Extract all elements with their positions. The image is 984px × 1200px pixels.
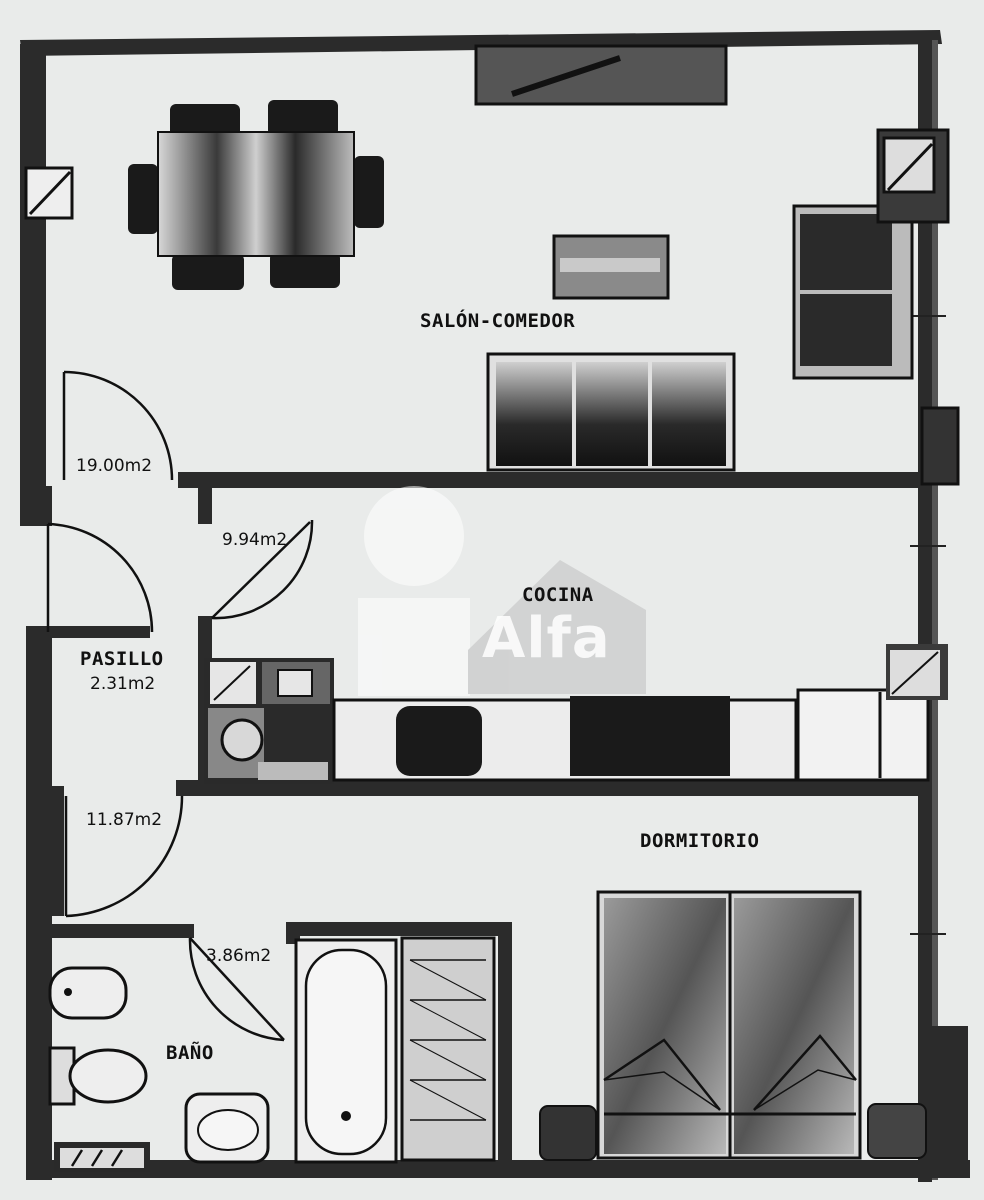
armchair [792, 204, 914, 380]
wardrobe [400, 936, 496, 1162]
room-area-dormitorio: 11.87m2 [86, 810, 163, 830]
dining-set [128, 100, 384, 290]
room-area-cocina: 9.94m2 [222, 530, 288, 550]
exterior-walls [20, 30, 970, 1182]
columns [24, 128, 960, 486]
interior-walls [26, 472, 932, 1166]
room-area-salon: 19.00m2 [76, 456, 153, 476]
room-name-bano: BAÑO [166, 1042, 214, 1064]
room-area-bano: 3.86m2 [206, 946, 272, 966]
room-name-cocina: COCINA [522, 584, 594, 606]
bed [596, 890, 862, 1160]
watermark-text: Alfa [482, 606, 611, 671]
kitchen-counter [204, 644, 948, 784]
sofa [486, 352, 736, 472]
bidet [48, 966, 128, 1020]
sideboard [474, 44, 728, 106]
nightstands [539, 1103, 927, 1161]
coffee-table [552, 234, 670, 300]
windows [910, 315, 946, 935]
doors [46, 370, 314, 1042]
toilet [48, 1046, 148, 1106]
room-name-pasillo: PASILLO [80, 648, 164, 670]
room-name-dormitorio: DORMITORIO [640, 830, 760, 852]
watermark-logo [358, 486, 646, 696]
room-area-pasillo: 2.31m2 [90, 674, 156, 694]
washbasin [184, 1092, 270, 1164]
room-name-salon: SALÓN-COMEDOR [420, 310, 576, 332]
bathtub [294, 938, 398, 1164]
vent-grille [54, 1142, 150, 1172]
